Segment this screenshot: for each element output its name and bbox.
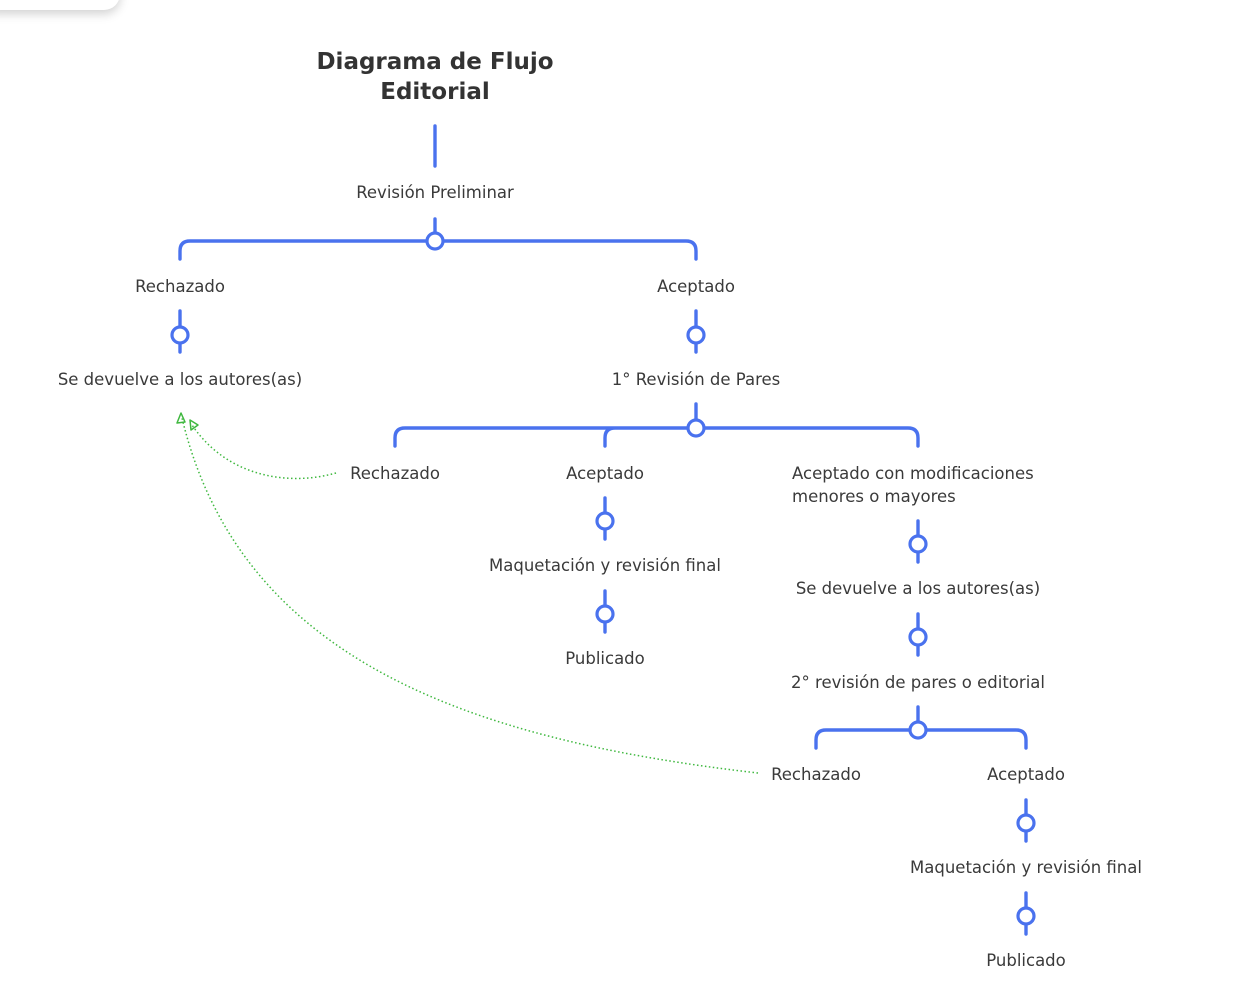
collapse-knob-aceptado-3[interactable] xyxy=(1016,813,1036,833)
node-maquetacion-1[interactable]: Maquetación y revisión final xyxy=(489,556,721,575)
diagram-title-line-1[interactable]: Diagrama de Flujo xyxy=(316,49,553,75)
relationship-arrowhead-1 xyxy=(189,419,199,431)
collapse-knob-aceptado-2[interactable] xyxy=(595,511,615,531)
collapse-knob-aceptado-mod[interactable] xyxy=(908,534,928,554)
node-revision-pares-1[interactable]: 1° Revisión de Pares xyxy=(612,370,781,389)
collapse-knob-rechazado-1[interactable] xyxy=(170,325,190,345)
canvas-corner-shadow xyxy=(0,0,120,10)
relationship-rechazado-2-to-devuelve[interactable] xyxy=(191,424,337,480)
connector-pares-1-branch xyxy=(393,402,920,448)
collapse-knob-aceptado-1[interactable] xyxy=(686,325,706,345)
relationship-rechazado-3-to-devuelve[interactable] xyxy=(181,417,759,774)
collapse-knob-pares-2[interactable] xyxy=(908,720,928,740)
node-revision-preliminar[interactable]: Revisión Preliminar xyxy=(356,183,514,202)
collapse-knob-pares-1[interactable] xyxy=(686,418,706,438)
node-aceptado-mod-line-1[interactable]: Aceptado con modificaciones xyxy=(792,464,1034,483)
node-aceptado-mod-line-2[interactable]: menores o mayores xyxy=(792,487,956,506)
node-devuelve-2[interactable]: Se devuelve a los autores(as) xyxy=(796,579,1040,598)
node-aceptado-2[interactable]: Aceptado xyxy=(566,464,644,483)
node-devuelve-1[interactable]: Se devuelve a los autores(as) xyxy=(58,370,302,389)
diagram-title-line-2[interactable]: Editorial xyxy=(380,79,490,105)
node-rechazado-3[interactable]: Rechazado xyxy=(771,765,861,784)
node-aceptado-3[interactable]: Aceptado xyxy=(987,765,1065,784)
node-maquetacion-2[interactable]: Maquetación y revisión final xyxy=(910,858,1142,877)
node-rechazado-1[interactable]: Rechazado xyxy=(135,277,225,296)
node-aceptado-1[interactable]: Aceptado xyxy=(657,277,735,296)
node-publicado-1[interactable]: Publicado xyxy=(565,649,645,668)
node-publicado-2[interactable]: Publicado xyxy=(986,951,1066,970)
collapse-knob-devuelve-2[interactable] xyxy=(908,627,928,647)
node-rechazado-2[interactable]: Rechazado xyxy=(350,464,440,483)
node-revision-pares-2[interactable]: 2° revisión de pares o editorial xyxy=(791,673,1045,692)
relationship-arrowhead-2 xyxy=(176,412,186,424)
collapse-knob-maquetacion-1[interactable] xyxy=(595,604,615,624)
collapse-knob-maquetacion-2[interactable] xyxy=(1016,906,1036,926)
collapse-knob-preliminar[interactable] xyxy=(425,231,445,251)
